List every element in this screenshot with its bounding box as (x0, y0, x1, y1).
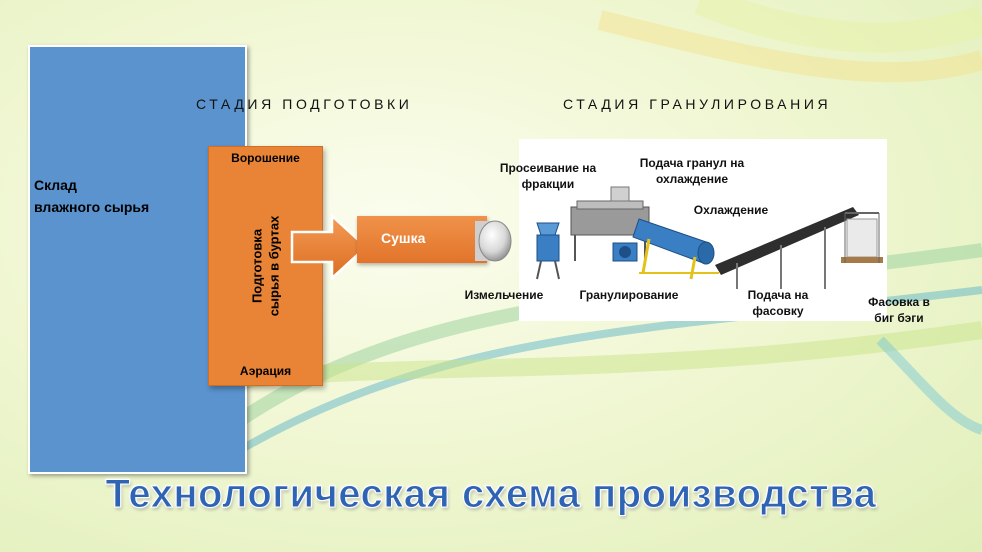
stage-granulation-title: СТАДИЯ ГРАНУЛИРОВАНИЯ (563, 96, 832, 112)
sieving-label: Просеивание на фракции (499, 161, 597, 191)
grinder-icon (536, 222, 560, 280)
drum-end-icon (475, 220, 512, 262)
flow-arrow (290, 213, 368, 281)
big-bag-icon (841, 212, 883, 263)
granulation-label: Гранулирование (579, 288, 679, 302)
cooling-label: Охлаждение (693, 203, 769, 217)
turning-label: Ворошение (231, 151, 300, 165)
preparation-box: Ворошение Подготовка сырья в буртах Аэра… (208, 146, 323, 386)
warehouse-label: Склад влажного сырья (34, 177, 150, 215)
equipment-illustration (536, 186, 883, 289)
feed-to-packing-label: Подача на фасовку (747, 288, 809, 318)
drying-box: Сушка (357, 216, 487, 263)
feed-to-cooling-label: Подача гранул на охлаждение (639, 156, 745, 186)
packing-label: Фасовка в биг бэги (868, 295, 930, 325)
conveyor-icon (715, 207, 859, 289)
grinding-label: Измельчение (464, 288, 544, 302)
drying-label: Сушка (381, 230, 426, 246)
aeration-label: Аэрация (239, 364, 292, 378)
equipment-panel (519, 139, 887, 321)
sieve-machine-icon (570, 186, 650, 261)
page-title: Технологическая схема производства (105, 472, 877, 517)
granulator-icon (612, 242, 638, 262)
cooling-drum-icon (632, 218, 719, 280)
preparation-vertical-label: Подготовка сырья в буртах (249, 215, 282, 317)
stage-preparation-title: СТАДИЯ ПОДГОТОВКИ (196, 96, 413, 112)
